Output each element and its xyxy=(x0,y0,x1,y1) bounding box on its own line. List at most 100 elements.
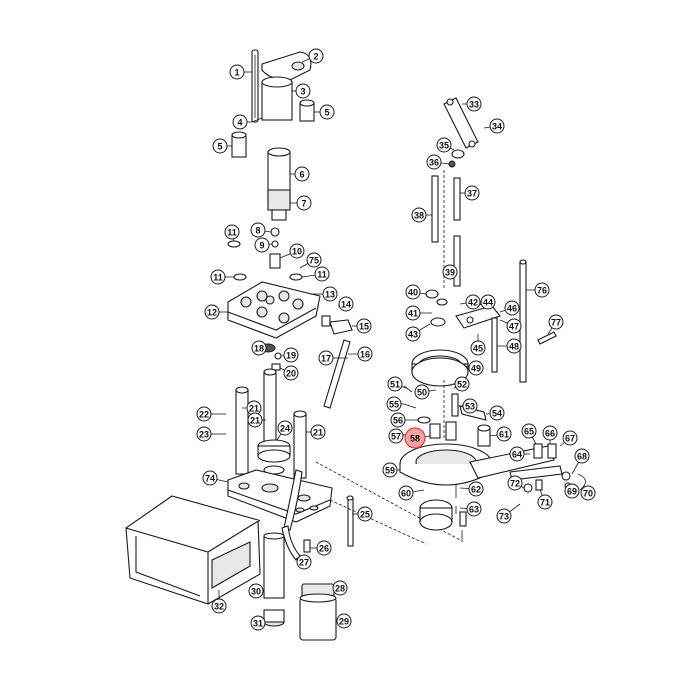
callout-circle xyxy=(277,420,293,436)
callout-45: 45 xyxy=(470,340,486,356)
callout-18: 18 xyxy=(251,340,267,356)
callout-label: 5 xyxy=(217,142,222,152)
callout-67: 67 xyxy=(562,430,578,446)
callout-label: 21 xyxy=(250,416,260,426)
callout-7: 7 xyxy=(296,195,312,211)
callout-9: 9 xyxy=(254,237,270,253)
callout-label: 73 xyxy=(499,512,509,522)
callout-label: 13 xyxy=(325,290,335,300)
callout-64: 64 xyxy=(509,446,525,462)
callout-circle xyxy=(357,346,373,362)
callout-circle xyxy=(318,350,334,366)
callout-label: 40 xyxy=(408,288,418,298)
callout-25: 25 xyxy=(357,506,373,522)
callout-label: 54 xyxy=(492,409,502,419)
callout-label: 28 xyxy=(335,584,345,594)
callout-leaders xyxy=(204,55,589,624)
callout-63: 63 xyxy=(466,501,482,517)
callout-label: 5 xyxy=(324,108,329,118)
callout-circle xyxy=(254,237,270,253)
callout-26: 26 xyxy=(316,540,332,556)
callout-label: 70 xyxy=(583,489,593,499)
callout-circle xyxy=(466,501,482,517)
callout-6: 6 xyxy=(294,166,310,182)
callout-circle xyxy=(411,207,427,223)
main-press-drawing xyxy=(125,49,461,641)
callout-circle-highlighted xyxy=(404,427,426,449)
callout-label: 67 xyxy=(565,434,575,444)
callout-circle xyxy=(534,282,550,298)
callout-label: 76 xyxy=(537,286,547,296)
callout-label: 11 xyxy=(213,273,223,283)
callout-circle xyxy=(480,294,496,310)
callout-circle xyxy=(338,296,354,312)
callout-circle xyxy=(470,340,486,356)
callout-circle xyxy=(247,412,263,428)
callout-label: 14 xyxy=(341,300,351,310)
callout-55: 55 xyxy=(386,396,402,412)
callout-circle xyxy=(496,426,512,442)
callout-48: 48 xyxy=(506,338,522,354)
callout-52: 52 xyxy=(454,376,470,392)
callout-circle xyxy=(454,376,470,392)
callout-54: 54 xyxy=(489,405,505,421)
callout-24: 24 xyxy=(277,420,293,436)
callout-label: 64 xyxy=(512,450,522,460)
callout-circle xyxy=(387,376,403,392)
callout-circle xyxy=(414,384,430,400)
callout-label: 68 xyxy=(577,452,587,462)
callout-71: 71 xyxy=(537,494,553,510)
callout-circle xyxy=(322,286,338,302)
callout-circle xyxy=(319,104,335,120)
callout-circle xyxy=(356,318,372,334)
callout-65: 65 xyxy=(521,423,537,439)
callout-circle xyxy=(580,485,596,501)
callout-circle xyxy=(405,284,421,300)
callout-label: 47 xyxy=(509,322,519,332)
callout-circle xyxy=(316,540,332,556)
callout-circle xyxy=(314,266,330,282)
callout-label: 15 xyxy=(359,322,369,332)
callout-label: 37 xyxy=(467,189,477,199)
callout-circle xyxy=(296,195,312,211)
callout-72: 72 xyxy=(507,475,523,491)
callout-circle xyxy=(464,185,480,201)
callout-label: 26 xyxy=(319,544,329,554)
callout-58: 58 xyxy=(404,427,426,449)
callout-20: 20 xyxy=(283,365,299,381)
callout-circle xyxy=(405,326,421,342)
callout-76: 76 xyxy=(534,282,550,298)
callout-73: 73 xyxy=(496,508,512,524)
callout-circle xyxy=(489,405,505,421)
callout-11: 11 xyxy=(314,266,330,282)
callout-10: 10 xyxy=(289,243,305,259)
callout-28: 28 xyxy=(332,580,348,596)
callout-label: 36 xyxy=(429,158,439,168)
callout-label: 71 xyxy=(540,498,550,508)
callout-5: 5 xyxy=(212,138,228,154)
callout-label: 44 xyxy=(483,298,493,308)
callout-44: 44 xyxy=(480,294,496,310)
callout-11: 11 xyxy=(224,224,240,240)
callout-label: 46 xyxy=(507,304,517,314)
callout-label: 11 xyxy=(227,228,237,238)
callout-circle xyxy=(405,305,421,321)
callout-61: 61 xyxy=(496,426,512,442)
callout-circle xyxy=(283,365,299,381)
callout-label: 31 xyxy=(253,619,263,629)
callout-label: 77 xyxy=(551,318,561,328)
callout-circle xyxy=(196,426,212,442)
callout-circle xyxy=(232,114,248,130)
callout-circle xyxy=(211,598,227,614)
callout-label: 2 xyxy=(313,52,318,62)
callout-31: 31 xyxy=(250,615,266,631)
callout-57: 57 xyxy=(388,428,404,444)
callout-label: 7 xyxy=(301,199,306,209)
callout-label: 60 xyxy=(401,489,411,499)
callout-label: 16 xyxy=(360,350,370,360)
callout-40: 40 xyxy=(405,284,421,300)
callout-label: 20 xyxy=(286,369,296,379)
callout-label: 32 xyxy=(214,602,224,612)
callout-label: 3 xyxy=(300,87,305,97)
callout-label: 58 xyxy=(410,434,420,444)
